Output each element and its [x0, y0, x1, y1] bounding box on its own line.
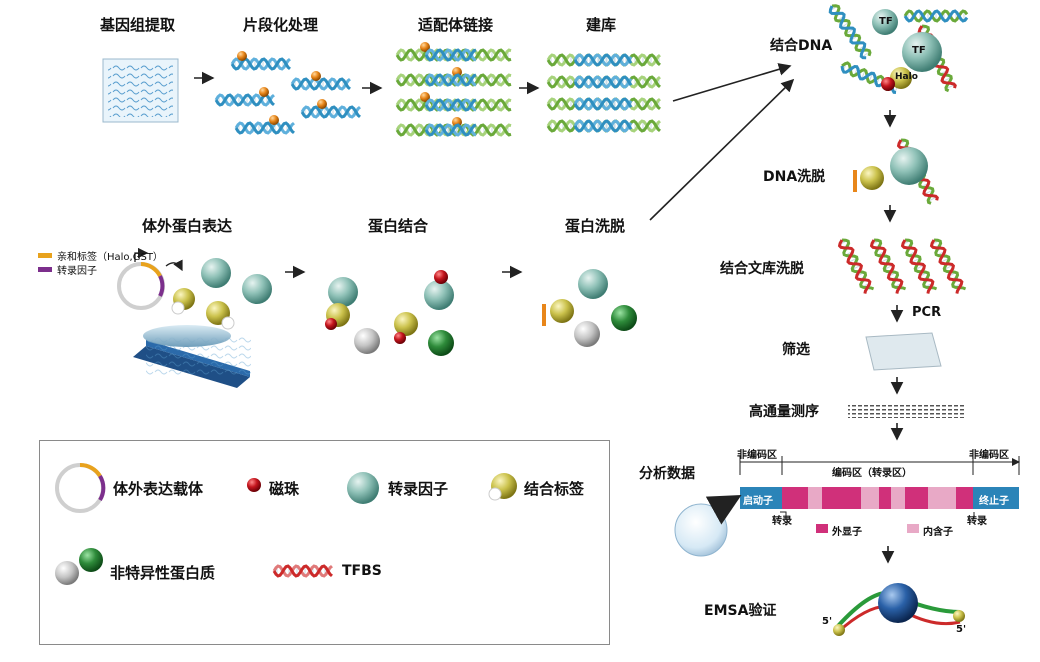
noncoding-right-label: 非编码区	[969, 450, 1009, 461]
dna-fragment	[214, 87, 275, 107]
sequencing-readout	[848, 403, 966, 418]
step-data-analysis: 分析数据	[639, 466, 695, 482]
noncoding-left-label: 非编码区	[737, 450, 777, 461]
screening-slide	[865, 332, 942, 371]
five-prime-right: 5'	[956, 624, 967, 635]
insert-segment	[424, 73, 477, 87]
tag-legend-tf-swatch	[38, 267, 52, 272]
halo-label: Halo	[895, 72, 918, 82]
tf-label-small: TF	[879, 16, 893, 27]
step-library-elution: 结合文库洗脱	[720, 261, 804, 277]
step-dna-elution: DNA洗脱	[763, 169, 826, 185]
step-protein-elution: 蛋白洗脱	[565, 217, 626, 235]
library-insert	[573, 119, 633, 133]
promoter-label: 启动子	[743, 496, 773, 507]
gene-structure-map	[674, 456, 1020, 557]
dna-fragment	[230, 51, 291, 71]
legend-bead: 磁珠	[269, 480, 300, 498]
legend-tfbs: TFBS	[342, 563, 382, 579]
library-insert	[573, 53, 633, 67]
legend-vector: 体外表达载体	[113, 480, 204, 498]
step-screening: 筛选	[782, 342, 810, 358]
emsa-illustration	[833, 583, 965, 636]
tf-label-big: TF	[912, 45, 926, 56]
eluted-library	[837, 238, 875, 294]
intron-label: 内含子	[923, 527, 953, 538]
dna-fragment	[290, 71, 351, 91]
dna-fragments	[214, 4, 969, 578]
bound-dna	[828, 4, 872, 60]
terminator-label: 终止子	[979, 496, 1009, 507]
insert-segment	[424, 98, 477, 112]
protein-spheres	[171, 258, 637, 356]
step-library-construction: 建库	[586, 16, 617, 34]
tag-legend-affinity-swatch	[38, 253, 52, 258]
legend-tf: 转录因子	[388, 480, 449, 498]
tag-legend-tf: 转录因子	[57, 266, 97, 277]
dna-fragment	[234, 115, 295, 135]
library-insert	[573, 97, 633, 111]
step-genome-extraction: 基因组提取	[100, 16, 176, 34]
insert-segment	[424, 48, 477, 62]
legend-panel	[39, 440, 610, 645]
legend-tag: 结合标签	[524, 480, 585, 498]
eluted-library	[900, 238, 938, 294]
step-bind-dna: 结合DNA	[770, 38, 833, 54]
step-in-vitro-expression: 体外蛋白表达	[142, 217, 233, 235]
top-row-arrows	[194, 63, 904, 564]
tf-bound-dna-illustration	[872, 9, 942, 91]
bound-dna	[903, 9, 969, 23]
step-sequencing: 高通量测序	[749, 404, 819, 420]
five-prime-left: 5'	[822, 616, 833, 627]
dna-fragment	[300, 99, 361, 119]
tfbs-icon	[272, 564, 333, 578]
step-protein-binding: 蛋白结合	[368, 217, 429, 235]
dna-elution-illustration	[853, 147, 928, 192]
coding-region-label: 编码区（转录区）	[830, 464, 914, 479]
genome-slide-illustration	[102, 58, 179, 123]
tag-legend-affinity: 亲和标签（Halo,GST）	[57, 252, 163, 263]
step-fragmentation: 片段化处理	[243, 16, 319, 34]
library-insert	[573, 75, 633, 89]
step-emsa: EMSA验证	[704, 603, 777, 619]
culture-plate-illustration	[133, 325, 251, 388]
legend-icons	[55, 462, 517, 585]
transcription-start-label: 转录	[772, 516, 792, 527]
expression-vector-illustration	[117, 247, 183, 310]
step-pcr: PCR	[912, 305, 942, 320]
legend-nonspecific: 非特异性蛋白质	[110, 564, 216, 582]
transcription-end-label: 转录	[967, 516, 987, 527]
eluted-library	[929, 238, 967, 294]
insert-segment	[424, 123, 477, 137]
exon-label: 外显子	[832, 527, 862, 538]
step-adapter-ligation: 适配体链接	[418, 16, 494, 34]
eluted-library	[869, 238, 907, 294]
